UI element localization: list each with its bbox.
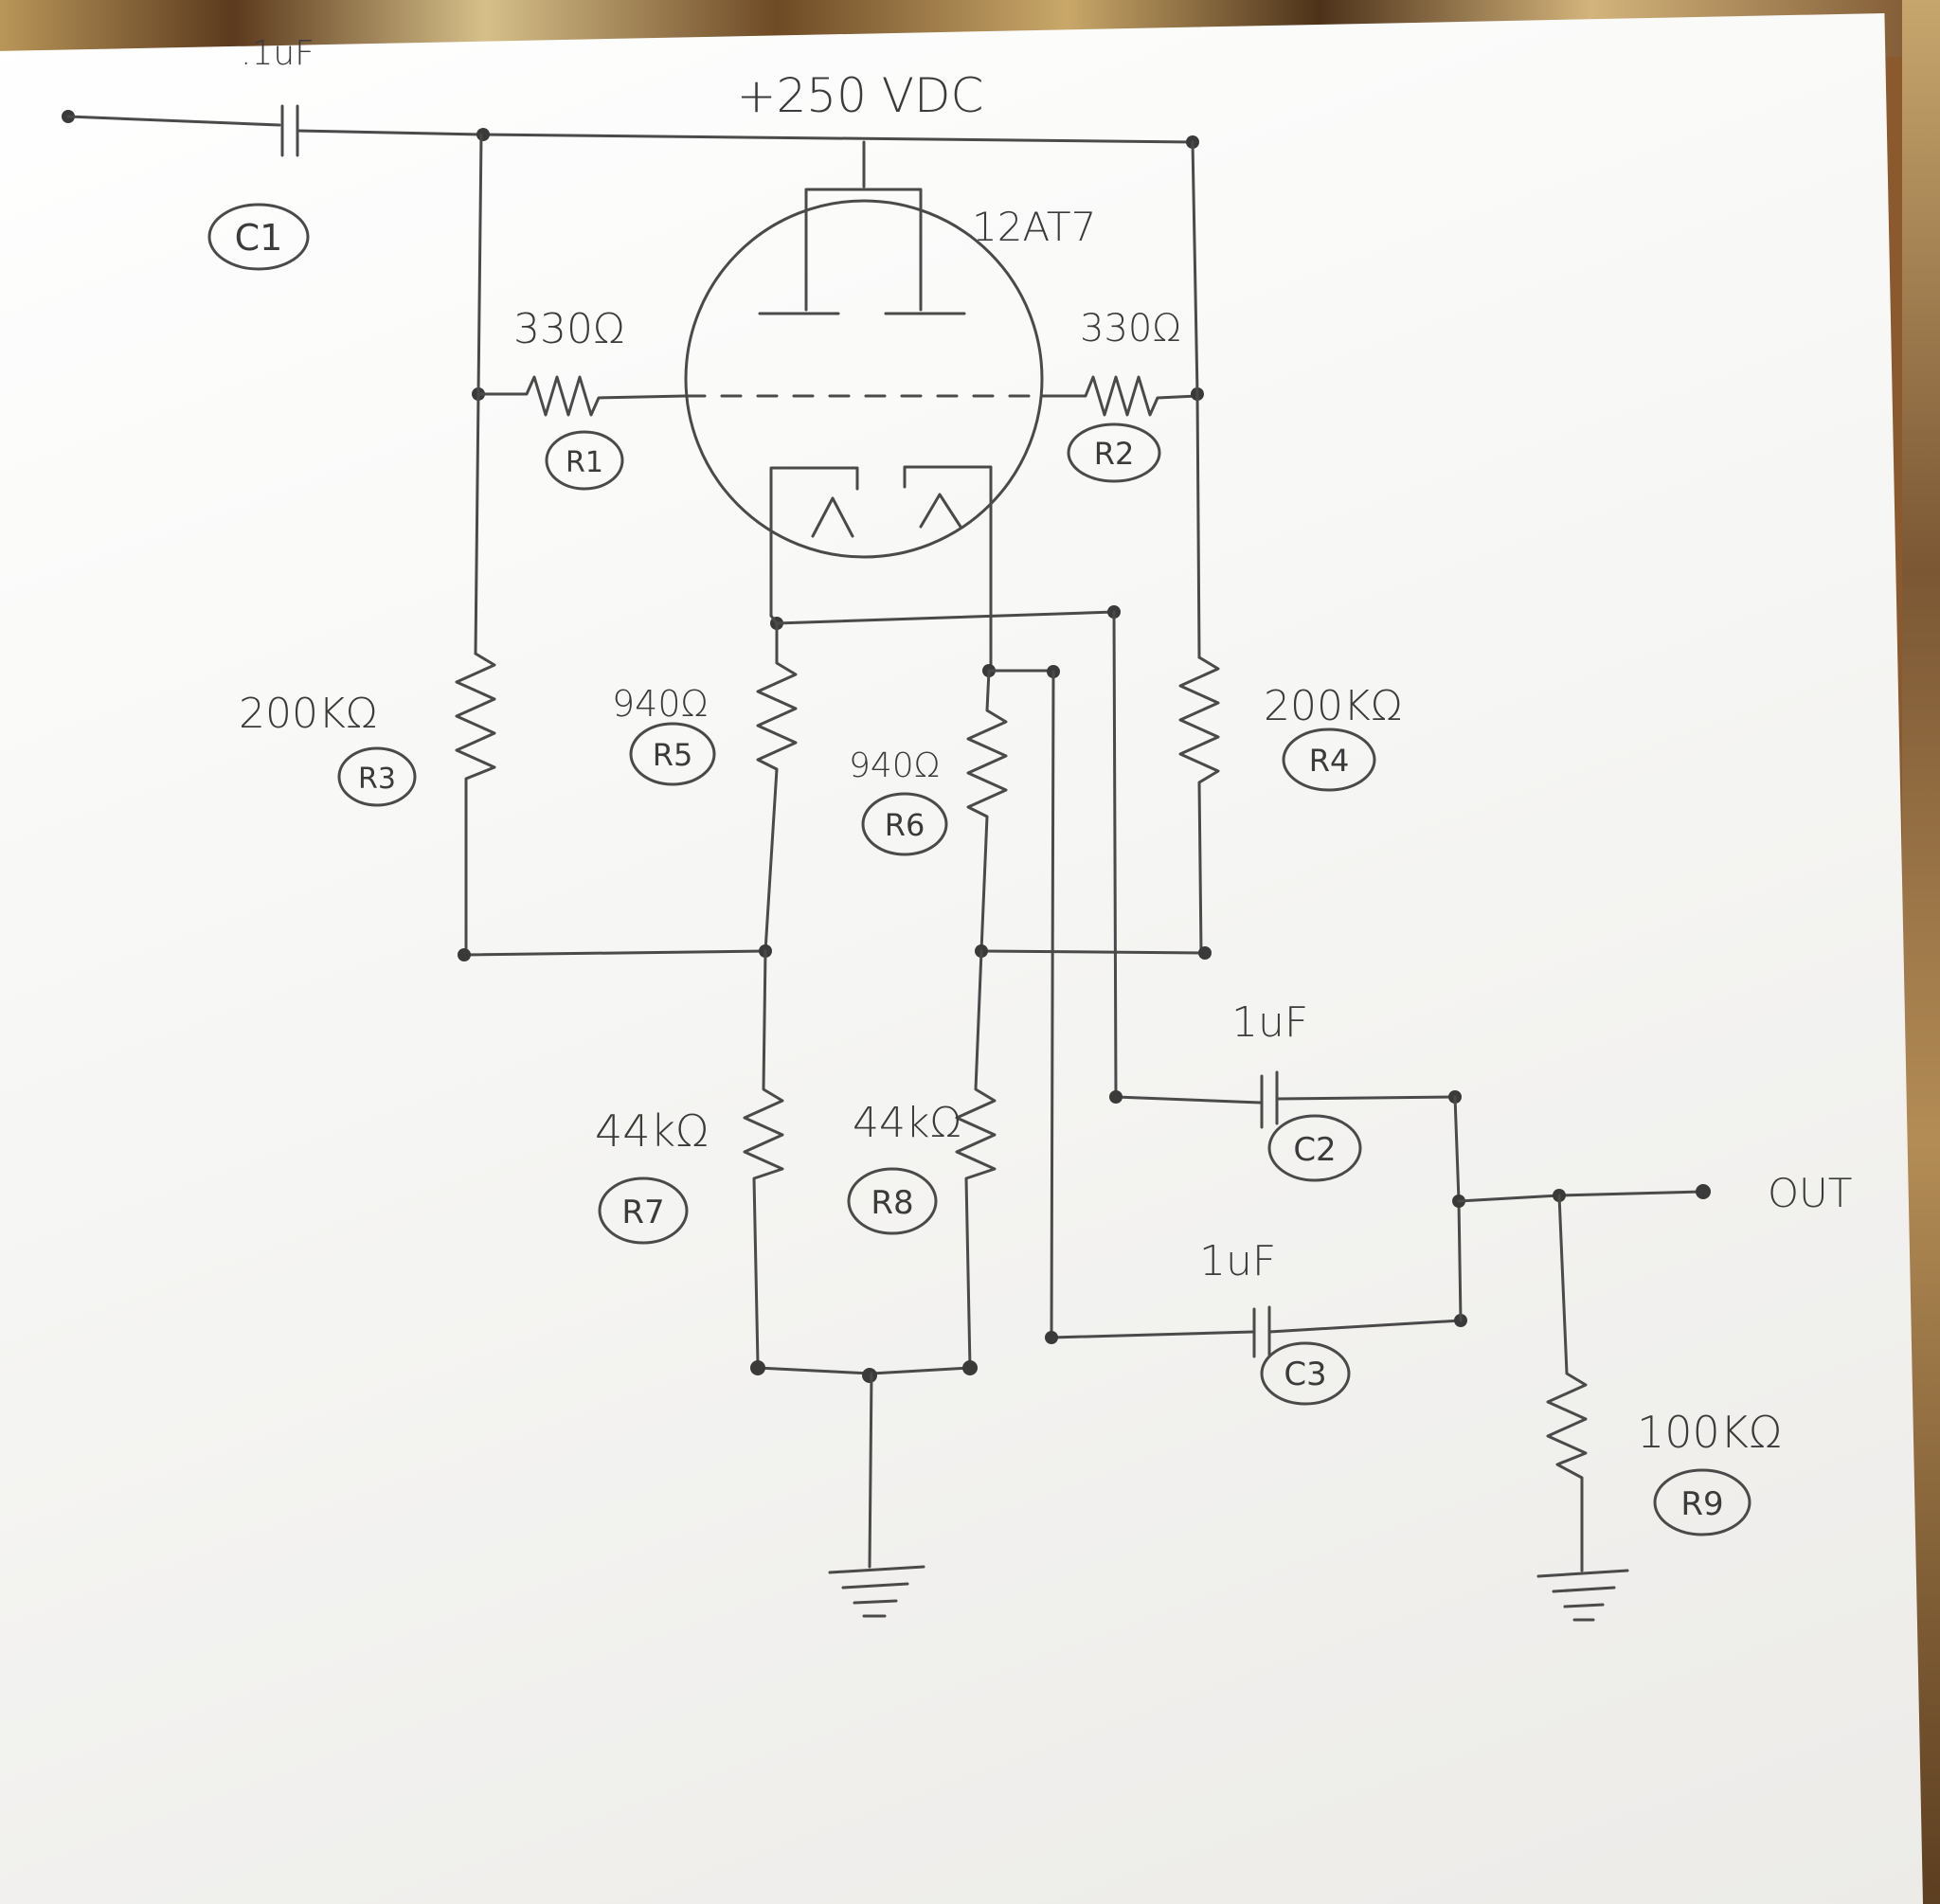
ref-circle-r7: [598, 1177, 689, 1245]
ref-circle-c1: [207, 203, 310, 271]
output-join: [1453, 1095, 1463, 1322]
resistor-r1: [476, 375, 688, 417]
resistor-r3: [455, 652, 496, 957]
r5-value-label: 940Ω: [612, 683, 709, 725]
junction-top-left: [476, 128, 490, 141]
ref-circle-c3: [1260, 1341, 1351, 1406]
top-rail: [296, 129, 1195, 144]
r9-ref: R9: [1680, 1485, 1723, 1523]
right-rail: [1191, 140, 1201, 659]
output-terminal: [1696, 1184, 1711, 1199]
r2-value-label: 330Ω: [1080, 307, 1181, 350]
resistor-r4: [1178, 656, 1220, 955]
c1-ref: C1: [235, 217, 283, 259]
heater-right: [919, 493, 962, 529]
cathode-left: [769, 466, 859, 618]
junction-bus-left-a: [458, 948, 471, 961]
tube-label: 12AT7: [972, 204, 1096, 250]
supply-label: +250 VDC: [737, 68, 984, 123]
ref-circle-r1: [545, 430, 624, 491]
ref-circle-r9: [1653, 1468, 1751, 1536]
resistor-r2: [1040, 375, 1199, 417]
r1-ref: R1: [566, 446, 603, 479]
ref-circle-r8: [847, 1167, 938, 1235]
ground-symbol-right: [1536, 1569, 1629, 1622]
tube-plates: [804, 188, 923, 312]
cathode-left-tap: [769, 610, 1116, 625]
ground-symbol-left: [828, 1565, 925, 1618]
bus-left: [464, 949, 767, 957]
heater-left: [811, 496, 854, 538]
out-label: OUT: [1768, 1170, 1852, 1216]
c3-ref: C3: [1284, 1356, 1326, 1393]
c2-value-label: 1uF: [1231, 998, 1308, 1047]
capacitor-c1: [280, 104, 299, 157]
r1-value-label: 330Ω: [513, 305, 625, 353]
r8-value-label: 44kΩ: [853, 1099, 961, 1147]
c3-value-label: 1uF: [1199, 1237, 1276, 1285]
junction-bus-right-b: [1198, 946, 1212, 960]
junction-gnd-a: [750, 1360, 765, 1375]
junction-c2-in: [1109, 1090, 1123, 1104]
ref-circles: [207, 203, 1751, 1536]
resistor-r6: [966, 669, 1008, 953]
c2-ref: C2: [1293, 1131, 1336, 1169]
output-wire: [1457, 1190, 1705, 1203]
r4-value-label: 200KΩ: [1264, 682, 1402, 730]
r8-ref: R8: [871, 1184, 913, 1222]
r3-value-label: 200KΩ: [239, 690, 377, 738]
r6-ref: R6: [885, 807, 925, 843]
ground-wire: [868, 1372, 873, 1569]
r3-ref: R3: [358, 763, 396, 796]
r4-ref: R4: [1309, 743, 1350, 779]
resistor-r7: [743, 949, 784, 1366]
r5-ref: R5: [653, 737, 693, 773]
ref-circle-r6: [861, 792, 948, 856]
wire-from-c3: [1267, 1319, 1463, 1334]
capacitor-c3: [1252, 1305, 1271, 1358]
input-wire: [62, 110, 281, 127]
wire-from-c2: [1275, 1095, 1457, 1101]
ref-circle-r5: [629, 722, 716, 786]
ref-circle-r4: [1282, 727, 1376, 792]
cathode-right: [903, 465, 993, 669]
junction-gnd-c: [962, 1360, 978, 1375]
r6-value-label: 940Ω: [849, 746, 940, 785]
bus-right: [979, 949, 1207, 955]
capacitor-c2: [1260, 1070, 1279, 1129]
r7-value-label: 44kΩ: [595, 1105, 709, 1157]
junction-gnd-b: [862, 1368, 877, 1383]
tube-12at7: [684, 188, 1044, 669]
resistor-r5: [756, 621, 798, 953]
ref-circle-r3: [337, 746, 417, 807]
resistor-r9: [1546, 1194, 1588, 1572]
ref-circle-c2: [1267, 1114, 1362, 1182]
tube-envelope: [684, 199, 1044, 559]
junction-c3-in: [1045, 1331, 1058, 1344]
r2-ref: R2: [1094, 436, 1135, 472]
r7-ref: R7: [621, 1194, 664, 1231]
ref-circle-r2: [1067, 422, 1161, 483]
left-rail: [474, 133, 483, 656]
c1-value-label: .1uF: [241, 34, 314, 73]
resistor-r8: [955, 949, 997, 1370]
r9-value-label: 100KΩ: [1637, 1407, 1782, 1458]
